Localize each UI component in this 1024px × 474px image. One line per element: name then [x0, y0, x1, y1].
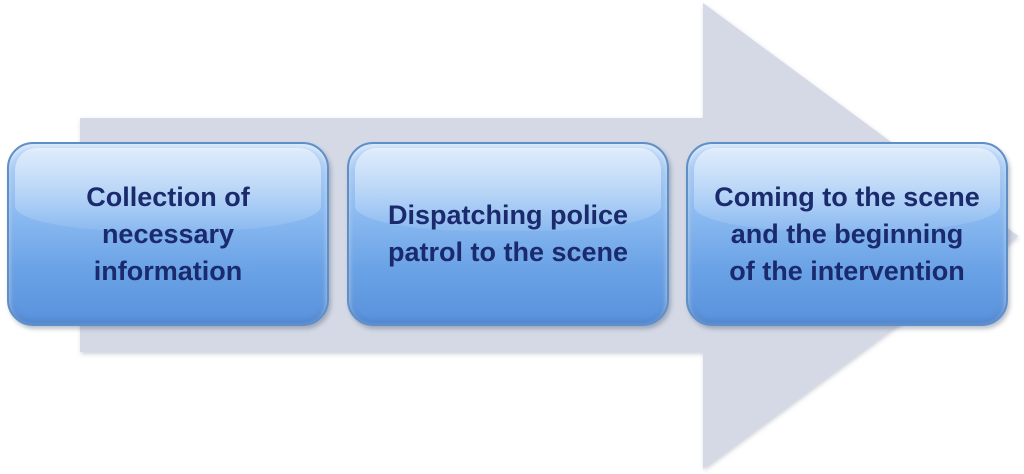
- step-label: Dispatching police patrol to the scene: [387, 200, 629, 267]
- step-box-collection: Collection of necessary information: [7, 142, 329, 326]
- step-box-dispatching: Dispatching police patrol to the scene: [347, 142, 669, 326]
- step-label: Coming to the scene and the beginning of…: [714, 181, 980, 286]
- step-label: Collection of necessary information: [86, 181, 250, 286]
- step-box-intervention: Coming to the scene and the beginning of…: [686, 142, 1008, 326]
